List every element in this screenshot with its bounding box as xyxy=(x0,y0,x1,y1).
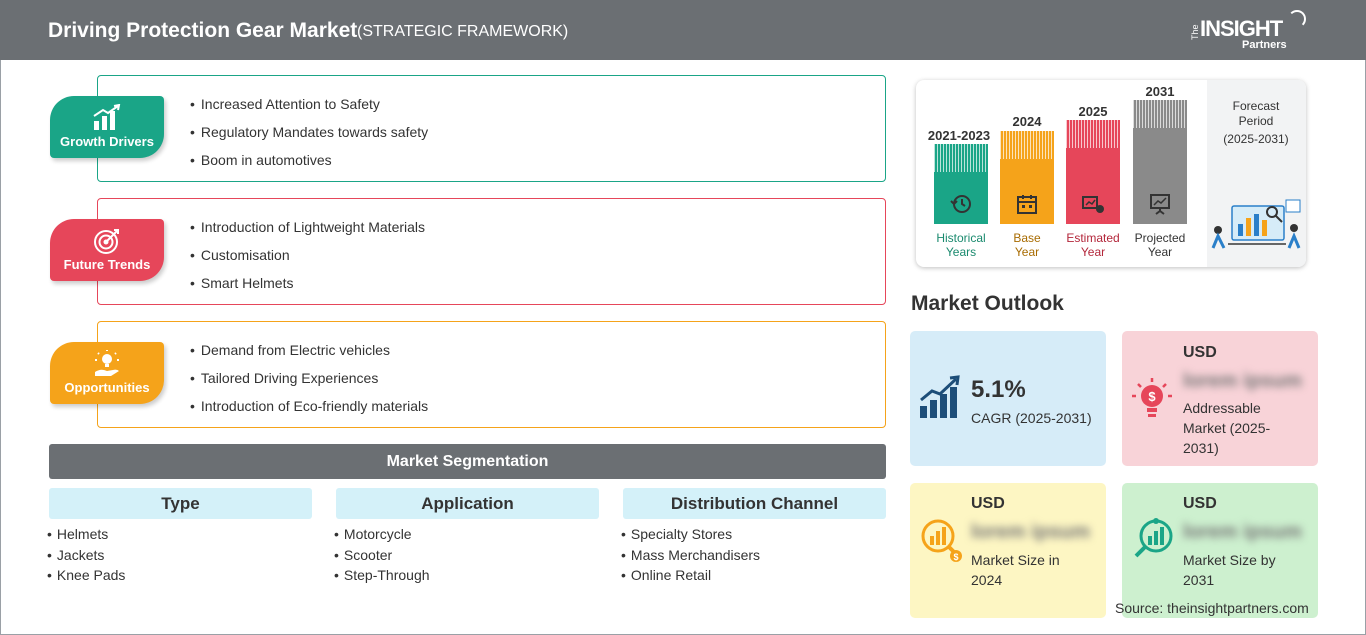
addressable-usd: USD xyxy=(1183,344,1217,361)
timeline-bar-historical xyxy=(934,144,988,224)
market-size-2024-value-blurred: lorem ipsum xyxy=(971,521,1090,543)
list-item: Helmets xyxy=(47,524,125,545)
list-item: Knee Pads xyxy=(47,565,126,586)
lightbulb-hand-icon xyxy=(91,350,123,378)
opportunities-badge: Opportunities xyxy=(50,342,164,404)
market-size-2024-usd: USD xyxy=(971,495,1005,512)
company-logo: The INSIGHT Partners xyxy=(1190,10,1310,54)
list-item: Smart Helmets xyxy=(190,272,425,300)
opportunities-box: Demand from Electric vehicles Tailored D… xyxy=(97,321,886,428)
market-outlook-title: Market Outlook xyxy=(911,292,1064,315)
list-item: Introduction of Lightweight Materials xyxy=(190,216,425,244)
addressable-value-blurred: lorem ipsum xyxy=(1183,370,1302,392)
segment-list-distribution: Specialty Stores Mass Merchandisers Onli… xyxy=(621,524,760,586)
page-subtitle: (STRATEGIC FRAMEWORK) xyxy=(357,23,569,40)
segment-list-application: Motorcycle Scooter Step-Through xyxy=(334,524,430,586)
timeline-year-estimated: 2025 xyxy=(1078,104,1108,119)
target-icon xyxy=(91,227,123,255)
list-item: Increased Attention to Safety xyxy=(190,93,428,121)
market-size-2024-icon: $ xyxy=(918,516,966,564)
market-size-2031-usd: USD xyxy=(1183,495,1217,512)
segment-header-application: Application xyxy=(336,488,599,519)
list-item: Motorcycle xyxy=(334,524,430,545)
svg-text:$: $ xyxy=(953,552,958,562)
list-item: Jackets xyxy=(47,545,125,566)
timeline-bar-estimated xyxy=(1066,120,1120,224)
logo-the-text: The xyxy=(1190,24,1200,40)
list-item: Regulatory Mandates towards safety xyxy=(190,121,428,149)
segment-list-type: Helmets Jackets Knee Pads xyxy=(47,524,126,586)
list-item: Demand from Electric vehicles xyxy=(190,339,428,367)
timeline-bar-projected xyxy=(1133,100,1187,224)
market-size-2031-value-blurred: lorem ipsum xyxy=(1183,521,1302,543)
svg-text:$: $ xyxy=(1148,389,1156,404)
list-item: Scooter xyxy=(334,545,430,566)
lightbulb-dollar-icon: $ xyxy=(1130,376,1174,422)
list-item: Introduction of Eco-friendly materials xyxy=(190,395,428,423)
segment-header-type: Type xyxy=(49,488,312,519)
market-size-2024-label: Market Size in 2024 xyxy=(971,552,1060,588)
addressable-label: Addressable Market (2025- 2031) xyxy=(1183,400,1271,456)
market-size-2031-label: Market Size by 2031 xyxy=(1183,552,1276,588)
calendar-icon xyxy=(1013,192,1041,216)
badge-label: Future Trends xyxy=(63,257,151,272)
list-item: Specialty Stores xyxy=(621,524,760,545)
segmentation-title: Market Segmentation xyxy=(49,444,886,479)
badge-label: Growth Drivers xyxy=(60,134,154,149)
growth-chart-icon xyxy=(91,103,123,132)
growth-chart-icon xyxy=(918,374,964,420)
analytics-illustration-icon xyxy=(1210,198,1302,254)
forecast-period-label: Forecast Period (2025-2031) xyxy=(1223,99,1289,146)
growth-drivers-list: Increased Attention to Safety Regulatory… xyxy=(190,93,428,177)
market-size-2031-icon xyxy=(1130,516,1178,564)
logo-arc-icon xyxy=(1288,10,1306,28)
list-item: Tailored Driving Experiences xyxy=(190,367,428,395)
growth-drivers-box: Increased Attention to Safety Regulatory… xyxy=(97,75,886,182)
list-item: Online Retail xyxy=(621,565,760,586)
cagr-label: CAGR (2025-2031) xyxy=(971,410,1092,426)
logo-insight-text: INSIGHT xyxy=(1200,16,1283,41)
opportunities-list: Demand from Electric vehicles Tailored D… xyxy=(190,339,428,423)
timeline-bar-base xyxy=(1000,131,1054,224)
timeline-year-historical: 2021-2023 xyxy=(927,128,991,143)
history-icon xyxy=(947,192,975,216)
estimate-icon xyxy=(1079,192,1107,216)
projection-icon xyxy=(1146,192,1174,216)
future-trends-box: Introduction of Lightweight Materials Cu… xyxy=(97,198,886,305)
timeline-year-projected: 2031 xyxy=(1145,84,1175,99)
cagr-value: 5.1% xyxy=(971,376,1026,403)
page-title: Driving Protection Gear Market xyxy=(48,19,358,42)
source-credit: Source: theinsightpartners.com xyxy=(1115,600,1309,616)
timeline-year-base: 2024 xyxy=(1012,114,1042,129)
badge-label: Opportunities xyxy=(64,380,150,395)
list-item: Mass Merchandisers xyxy=(621,545,760,566)
header-bar: Driving Protection Gear Market (STRATEGI… xyxy=(0,0,1366,60)
logo-partners-text: Partners xyxy=(1242,39,1287,51)
future-trends-list: Introduction of Lightweight Materials Cu… xyxy=(190,216,425,300)
growth-drivers-badge: Growth Drivers xyxy=(50,96,164,158)
segment-header-distribution: Distribution Channel xyxy=(623,488,886,519)
list-item: Customisation xyxy=(190,244,425,272)
future-trends-badge: Future Trends xyxy=(50,219,164,281)
list-item: Boom in automotives xyxy=(190,149,428,177)
list-item: Step-Through xyxy=(334,565,430,586)
